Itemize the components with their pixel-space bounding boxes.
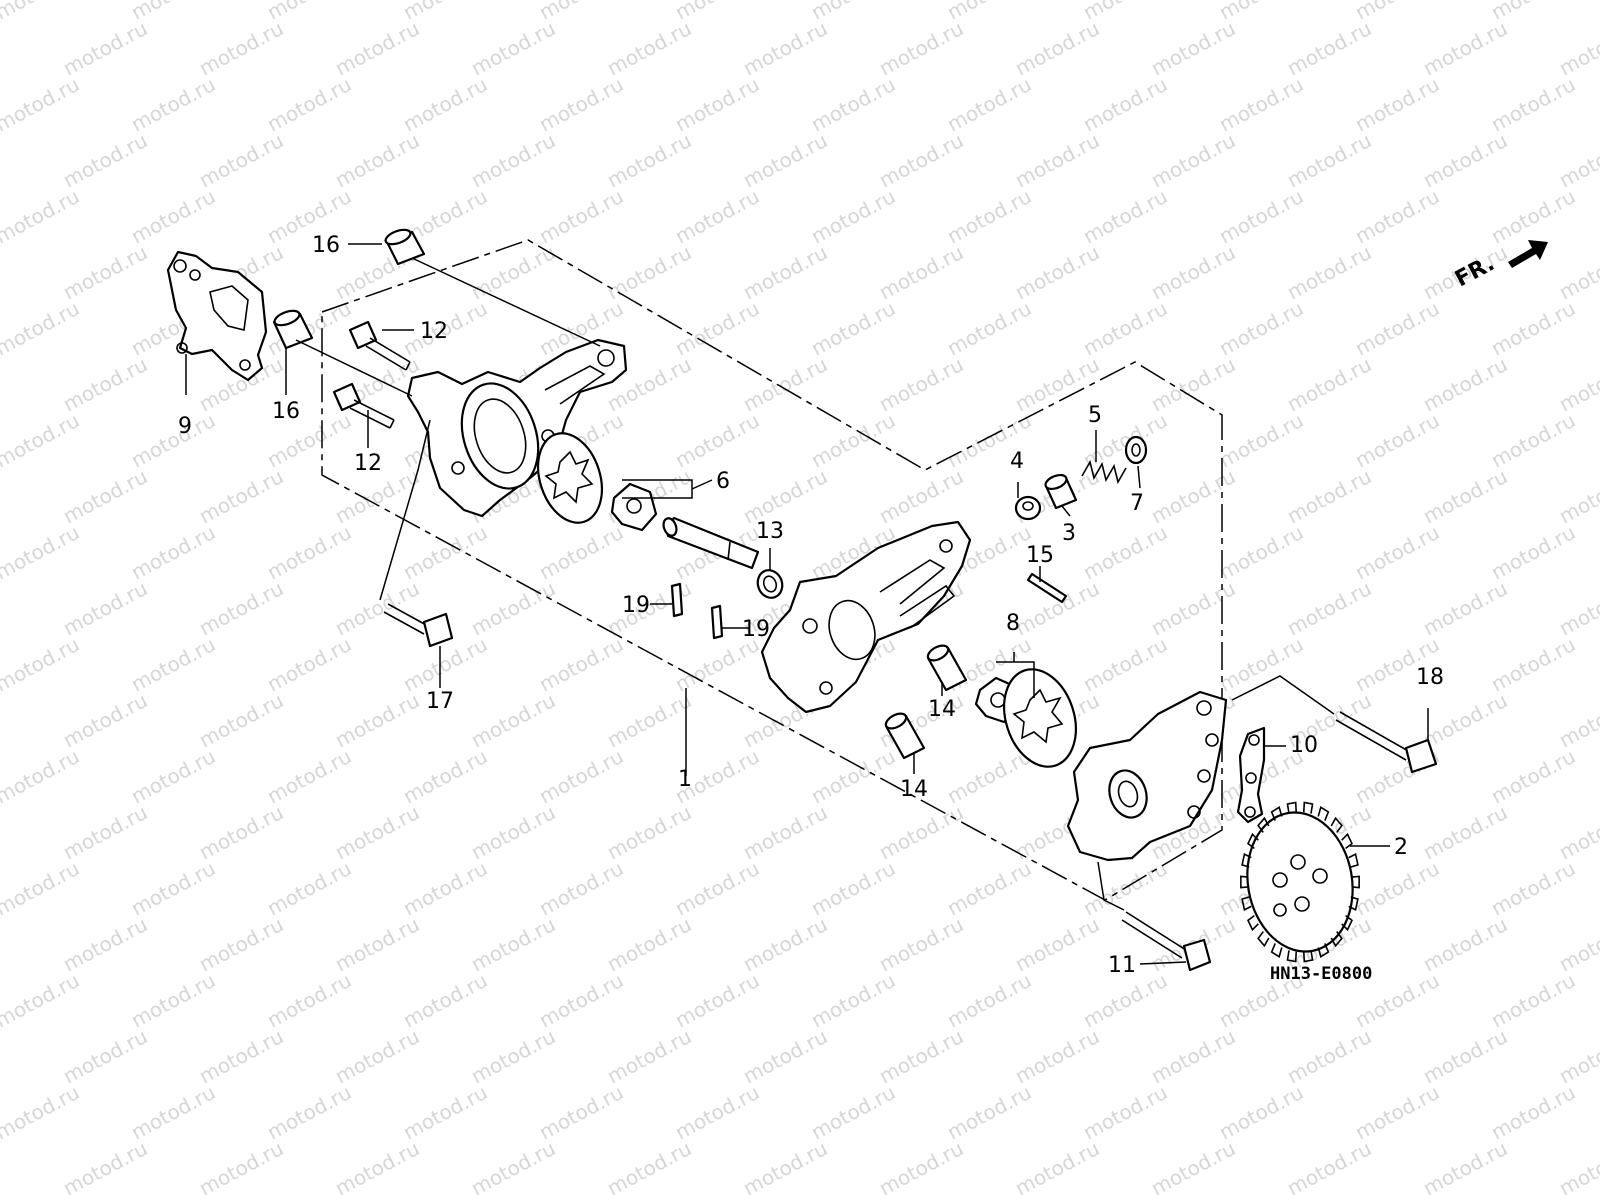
callout-16-upper: 16	[312, 233, 340, 258]
pump-shaft	[662, 516, 760, 570]
gear-tooth	[1302, 950, 1314, 963]
callout-11: 11	[1108, 953, 1136, 978]
gear-tooth	[1240, 875, 1249, 889]
callout-12-lower: 12	[354, 451, 382, 476]
callout-7: 7	[1130, 491, 1144, 516]
callout-6: 6	[716, 469, 730, 494]
part-19-pin-right	[710, 604, 724, 640]
part-4-cap	[1014, 495, 1042, 521]
gear-tooth	[1241, 853, 1252, 868]
gear-tooth	[1317, 943, 1330, 958]
part-8-outer-rotor	[1003, 668, 1077, 768]
part-6-outer-rotor	[537, 432, 603, 524]
callout-8: 8	[1006, 611, 1020, 636]
callout-10: 10	[1290, 733, 1318, 758]
callout-16-lower: 16	[272, 399, 300, 424]
callout-14-lower: 14	[900, 777, 928, 802]
gear-tooth	[1341, 832, 1353, 850]
gear-tooth	[1351, 875, 1360, 889]
gear-tooth	[1270, 943, 1283, 958]
part-11-bolt	[1121, 911, 1212, 972]
gear-tooth	[1247, 832, 1259, 850]
part-14-dowel-lower	[884, 712, 926, 760]
gear-tooth	[1286, 950, 1298, 963]
part-18-bolt	[1335, 711, 1438, 774]
gear-tooth	[1348, 896, 1359, 911]
part-9-bracket	[166, 250, 268, 382]
gear-tooth	[1348, 853, 1359, 868]
part-7-plug	[1124, 435, 1148, 465]
gear-tooth	[1317, 806, 1330, 821]
gear-tooth	[1257, 816, 1270, 833]
gear-tooth	[1241, 896, 1252, 911]
callout-labels: 16 12 9 16 12 6 13 19 19 1 4 3 5 7 15 8 …	[178, 233, 1444, 978]
part-12-bolt-upper	[348, 320, 411, 371]
pump-body-housing	[760, 520, 972, 714]
callout-1: 1	[678, 767, 692, 792]
callout-19-left: 19	[622, 593, 650, 618]
part-2-driven-gear	[1240, 801, 1360, 963]
gear-tooth	[1302, 801, 1314, 814]
callout-17: 17	[426, 689, 454, 714]
part-16-collar-upper	[384, 228, 426, 266]
front-arrow-icon	[1508, 240, 1548, 268]
part-5-spring	[1081, 459, 1127, 485]
callout-18: 18	[1416, 665, 1444, 690]
part-10-gasket	[1236, 726, 1266, 824]
gear-tooth	[1286, 801, 1298, 814]
part-6-inner-rotor	[610, 482, 658, 532]
part-3-relief-piston	[1044, 473, 1078, 510]
diagram-code: HN13-E0800	[1270, 964, 1372, 984]
part-17-bolt	[383, 603, 454, 648]
callout-19-right: 19	[742, 617, 770, 642]
callout-9: 9	[178, 414, 192, 439]
gear-tooth	[1341, 914, 1353, 932]
assembly-boundary	[321, 239, 1223, 901]
part-13-washer	[756, 569, 784, 599]
callout-12-upper: 12	[420, 319, 448, 344]
callout-5: 5	[1088, 403, 1102, 428]
callout-14-upper: 14	[928, 697, 956, 722]
part-16-collar-lower	[272, 309, 314, 350]
part-15-pin	[1026, 572, 1068, 604]
gear-tooth	[1257, 931, 1270, 948]
gear-tooth	[1330, 816, 1343, 833]
callout-3: 3	[1062, 521, 1076, 546]
leader-lines	[185, 243, 1429, 965]
part-12-bolt-lower	[332, 382, 395, 429]
callout-15: 15	[1026, 543, 1054, 568]
callout-2: 2	[1394, 835, 1408, 860]
gear-tooth	[1247, 914, 1259, 932]
gear-tooth	[1330, 931, 1343, 948]
callout-4: 4	[1010, 449, 1024, 474]
gear-tooth	[1270, 806, 1283, 821]
part-14-dowel-upper	[926, 644, 968, 692]
pump-cover-housing	[406, 338, 628, 518]
gear-teeth	[1240, 801, 1360, 963]
callout-13: 13	[756, 519, 784, 544]
pump-rear-plate	[1066, 690, 1228, 862]
part-19-pin-left	[670, 582, 684, 618]
